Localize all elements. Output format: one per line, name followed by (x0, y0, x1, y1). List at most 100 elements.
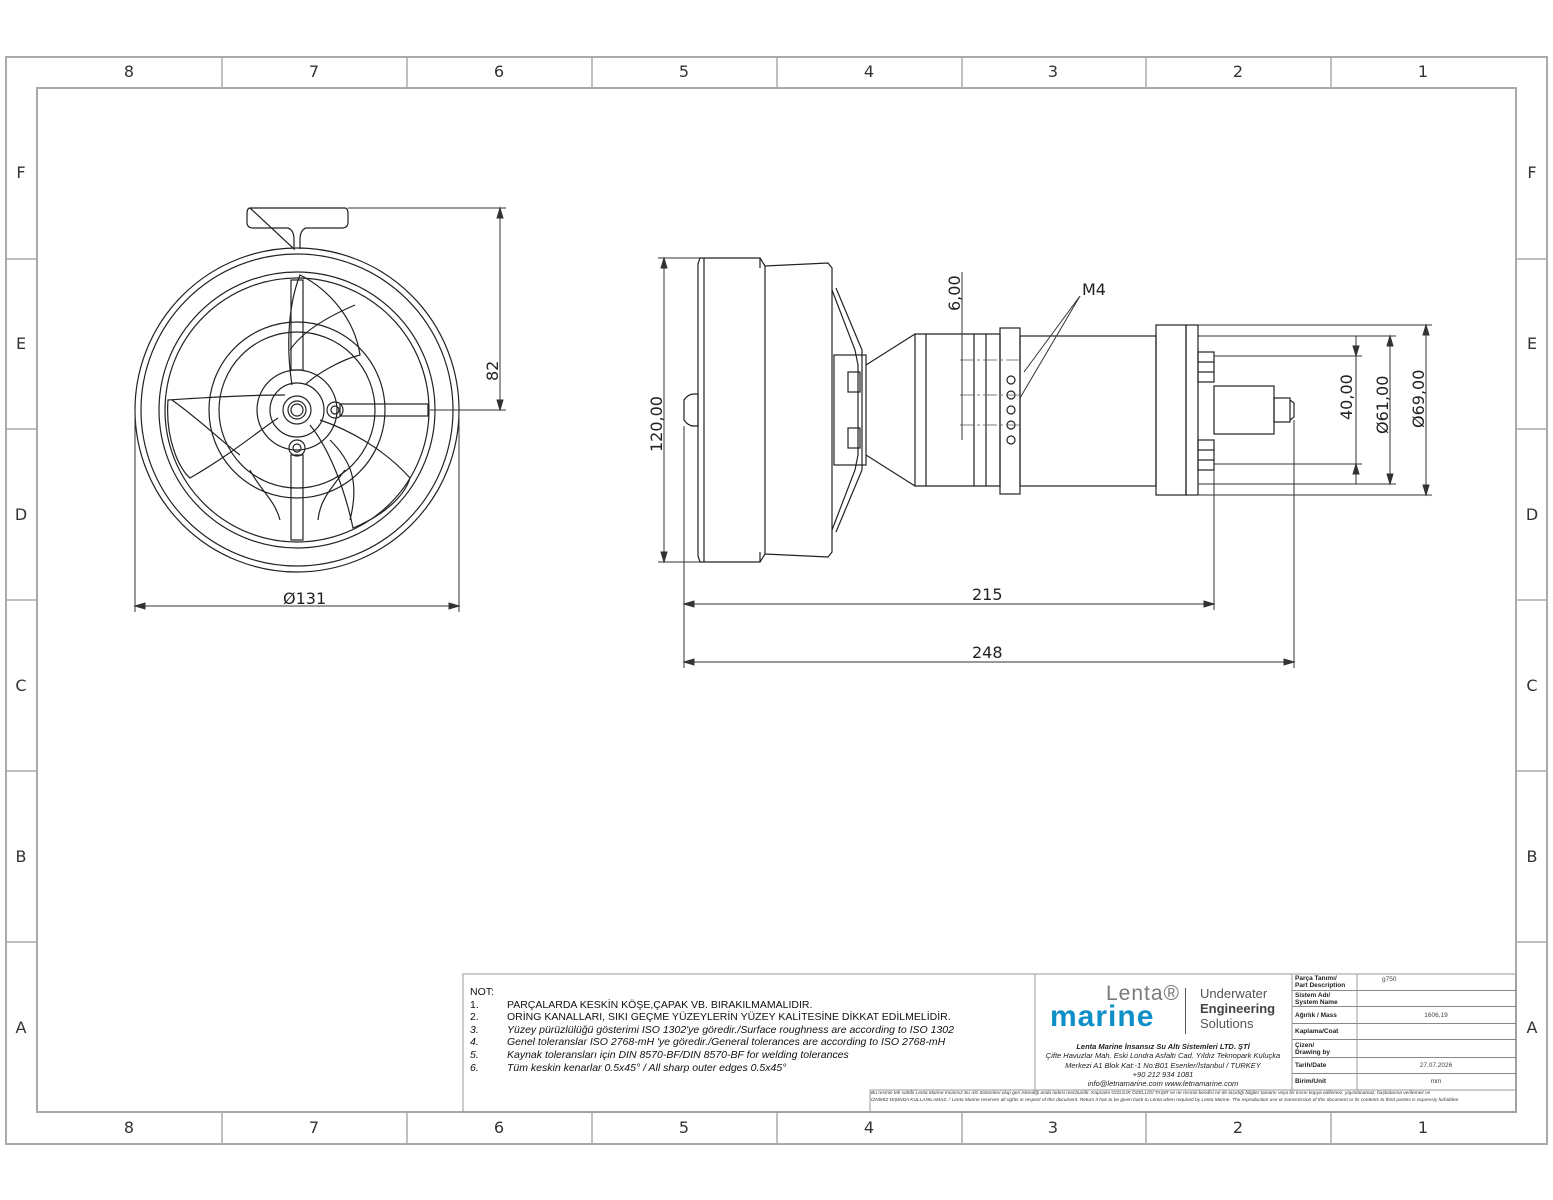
zone-row-right-e: E (1526, 334, 1538, 353)
tb-value: 27.07.2026 (1419, 1062, 1453, 1069)
zone-row-left-f: F (16, 163, 26, 182)
tb-label: Çizen/ Drawing by (1295, 1042, 1331, 1056)
logo-tagline: Underwater Engineering Solutions (1200, 986, 1275, 1031)
tb-row-mass: Ağırlık / Mass 1606,19 (1292, 1006, 1516, 1024)
zone-col-bottom-7: 7 (308, 1118, 320, 1137)
side-centerlines (960, 359, 1020, 426)
general-notes: NOT: 1.PARÇALARDA KESKİN KÖŞE,ÇAPAK VB. … (470, 986, 1030, 1074)
legal-notice: Bu resmin tek sahibi Lenta Marine İnsans… (871, 1090, 1516, 1104)
tb-label: Parça Tanımı/ Part Description (1295, 975, 1346, 989)
logo-marine-text: marine (1050, 1000, 1155, 1033)
tagline-line-3: Solutions (1200, 1016, 1254, 1031)
zone-col-bottom-5: 5 (678, 1118, 690, 1137)
side-dimensions (658, 256, 1432, 668)
note-text: Kaynak toleransları için DIN 8570-BF/DIN… (507, 1048, 849, 1061)
zone-col-top-8: 8 (123, 62, 135, 81)
note-num: 5. (470, 1048, 479, 1061)
tagline-line-1: Underwater (1200, 986, 1268, 1001)
zone-row-left-a: A (15, 1018, 27, 1037)
tb-row-drawn: Çizen/ Drawing by (1292, 1039, 1516, 1058)
tb-label: Tarih/Date (1295, 1062, 1327, 1069)
dim-thread-m4: M4 (1082, 280, 1106, 299)
note-text: Tüm keskin kenarlar 0.5x45° / All sharp … (507, 1061, 787, 1074)
tb-row-part: Parça Tanımı/ Part Description g750 (1292, 974, 1516, 990)
tb-value: mm (1430, 1078, 1442, 1085)
company-web: info@letnamarine.com www.letnamarine.com (1087, 1079, 1239, 1089)
zone-col-bottom-2: 2 (1232, 1118, 1244, 1137)
note-item: 4. Genel toleranslar ISO 2768-mH 'ye göre… (470, 1036, 1030, 1049)
zone-col-bottom-4: 4 (863, 1118, 875, 1137)
title-block-frame (462, 973, 1517, 1113)
note-item: 3. Yüzey pürüzlülüğü gösterimi ISO 1302'y… (470, 1024, 1030, 1037)
dim-215: 215 (972, 585, 1003, 604)
zone-row-right-b: B (1526, 847, 1538, 866)
title-block-table: Parça Tanımı/ Part Description g750 Sist… (1292, 974, 1516, 1090)
note-num: 6. (470, 1061, 479, 1074)
legal-line-1: Bu resmin tek sahibi Lenta Marine İnsans… (871, 1091, 1431, 1096)
zone-row-left-e: E (15, 334, 27, 353)
note-num: 3. (470, 1023, 479, 1036)
zone-row-left-b: B (15, 847, 27, 866)
tb-label: Ağırlık / Mass (1295, 1012, 1337, 1019)
dim-diameter-69: Ø69,00 (1409, 370, 1428, 428)
tb-label: Kaplama/Coat (1295, 1028, 1339, 1035)
tb-row-system: Sistem Adı/ System Name (1292, 990, 1516, 1007)
dim-82: 82 (483, 361, 502, 381)
note-text: Yüzey pürüzlülüğü gösterimi ISO 1302'ye … (507, 1023, 954, 1036)
address-line-1: Çifte Havuzlar Mah. Eski Londra Asfaltı … (1045, 1051, 1281, 1061)
company-address: Lenta Marine İnsansız Su Altı Sistemleri… (1036, 1042, 1290, 1088)
note-num: 4. (470, 1036, 479, 1049)
dim-248: 248 (972, 643, 1003, 662)
tagline-line-2: Engineering (1200, 1001, 1275, 1016)
zone-col-bottom-3: 3 (1047, 1118, 1059, 1137)
company-name: Lenta Marine İnsansız Su Altı Sistemleri… (1076, 1042, 1250, 1051)
legal-line-2: İZNİMİZ DIŞINDA KULLANILAMAZ. / Lenta Ma… (871, 1098, 1459, 1103)
address-line-2: Merkezi A1 Blok Kat:-1 No:B01 Esenler/İs… (1065, 1060, 1261, 1070)
note-text: Genel toleranslar ISO 2768-mH 'ye göredi… (507, 1036, 946, 1049)
zone-col-top-3: 3 (1047, 62, 1059, 81)
tb-row-date: Tarih/Date 27.07.2026 (1292, 1057, 1516, 1074)
zone-dividers (6, 57, 1547, 1144)
dim-diameter-61: Ø61,00 (1373, 376, 1392, 434)
zone-col-top-4: 4 (863, 62, 875, 81)
dim-diameter-131: Ø131 (283, 589, 326, 608)
note-text: PARÇALARDA KESKİN KÖŞE,ÇAPAK VB. BIRAKIL… (507, 998, 813, 1011)
zone-row-right-c: C (1526, 676, 1538, 695)
front-dimensions (133, 206, 506, 612)
dim-40: 40,00 (1337, 374, 1356, 420)
note-text: ORİNG KANALLARI, SIKI GEÇME YÜZEYLERİN Y… (507, 1011, 951, 1024)
zone-col-top-1: 1 (1417, 62, 1429, 81)
zone-row-right-f: F (1527, 163, 1537, 182)
note-item: 6. Tüm keskin kenarlar 0.5x45° / All shar… (470, 1062, 1030, 1075)
zone-col-top-5: 5 (678, 62, 690, 81)
tb-row-coat: Kaplama/Coat (1292, 1023, 1516, 1040)
dim-120: 120,00 (647, 396, 666, 452)
logo-lenta-text: Lenta® (1106, 982, 1181, 1005)
note-num: 1. (470, 998, 479, 1011)
zone-col-top-7: 7 (308, 62, 320, 81)
zone-col-bottom-6: 6 (493, 1118, 505, 1137)
tb-label: Birim/Unit (1295, 1078, 1327, 1085)
note-item: 1. PARÇALARDA KESKİN KÖŞE,ÇAPAK VB. BIRAK… (470, 999, 1030, 1012)
tagline-bold: Engineering (1200, 1001, 1276, 1016)
tb-label: Sistem Adı/ System Name (1295, 992, 1338, 1006)
zone-row-left-d: D (14, 505, 28, 524)
company-phone: +90 212 934 1081 (1132, 1069, 1194, 1079)
note-num: 2. (470, 1011, 479, 1024)
zone-col-bottom-8: 8 (123, 1118, 135, 1137)
tb-row-unit: Birim/Unit mm (1292, 1073, 1516, 1091)
side-view (683, 257, 1295, 563)
zone-row-right-a: A (1526, 1018, 1538, 1037)
dim-6: 6,00 (945, 275, 964, 311)
company-block: Lenta® marine Underwater Engineering Sol… (1036, 976, 1290, 1090)
tb-value: g750 (1382, 976, 1397, 983)
logo-separator (1185, 988, 1186, 1034)
note-item: 2. ORİNG KANALLARI, SIKI GEÇME YÜZEYLERİN… (470, 1011, 1030, 1024)
zone-col-top-2: 2 (1232, 62, 1244, 81)
tb-value: 1606,19 (1424, 1012, 1448, 1019)
note-item: 5. Kaynak toleransları için DIN 8570-BF/D… (470, 1049, 1030, 1062)
zone-col-top-6: 6 (493, 62, 505, 81)
zone-row-left-c: C (15, 676, 27, 695)
front-view (134, 207, 460, 573)
